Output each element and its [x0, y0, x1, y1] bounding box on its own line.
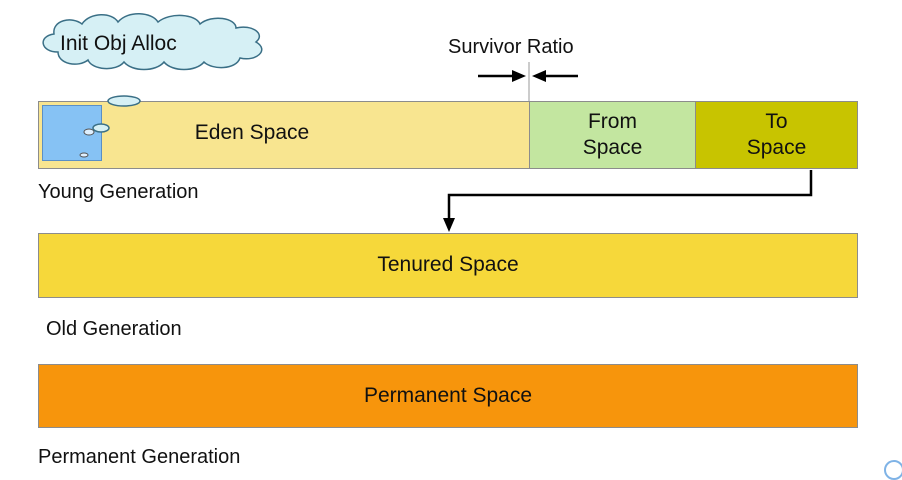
from-space-label-line2: Space — [582, 136, 643, 159]
eden-space — [38, 101, 530, 169]
from-space-label-line1: From — [587, 109, 637, 133]
to-space-label-line1: To — [765, 109, 788, 133]
eden-space-label: Eden Space — [194, 121, 310, 144]
old-generation-label: Old Generation — [46, 318, 182, 340]
survivor-ratio-label: Survivor Ratio — [448, 36, 574, 58]
permanent-generation-label: Permanent Generation — [38, 446, 241, 468]
init-obj-alloc-label: Init Obj Alloc — [60, 32, 177, 55]
tenured-space-label: Tenured Space — [377, 253, 519, 277]
to-space-label-line2: Space — [746, 136, 807, 159]
young-generation-label: Young Generation — [38, 181, 199, 203]
permanent-space: Permanent Space — [38, 364, 858, 428]
corner-ring-icon — [884, 460, 902, 480]
promotion-arrow — [443, 170, 813, 232]
thought-cloud-icon — [42, 13, 263, 133]
object-marks-icon — [79, 128, 95, 158]
permanent-space-label: Permanent Space — [363, 383, 533, 407]
survivor-ratio-arrows — [478, 70, 578, 82]
to-space: To Space — [695, 101, 858, 169]
from-space: From Space — [529, 101, 696, 169]
new-object-block — [42, 105, 102, 161]
tenured-space: Tenured Space — [38, 233, 858, 298]
